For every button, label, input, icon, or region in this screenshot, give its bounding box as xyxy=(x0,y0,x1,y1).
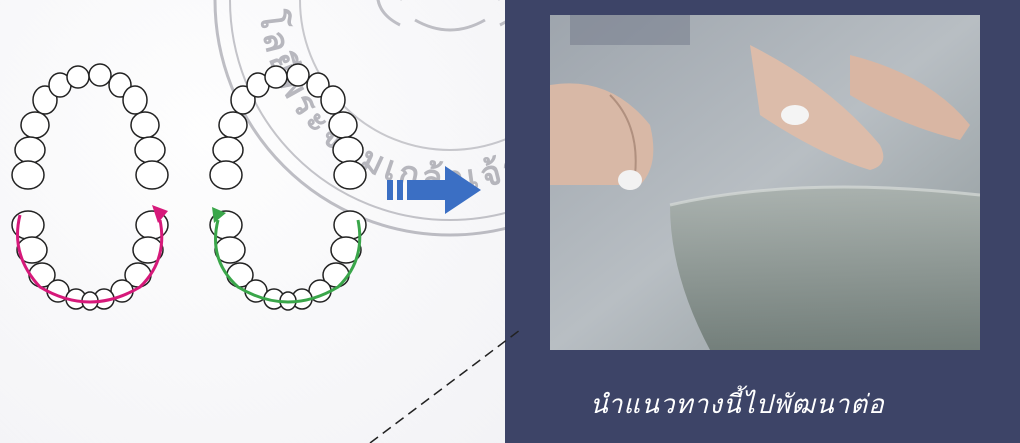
double-line-arrow-icon xyxy=(385,160,485,220)
upper-teeth-arch-icon xyxy=(210,64,366,189)
dashed-connector-line xyxy=(360,320,530,443)
photo-hands-brushing xyxy=(550,15,980,350)
photo-illustration xyxy=(550,15,980,350)
photo-caption: นำแนวทางนี้ไปพัฒนาต่อ xyxy=(590,380,950,430)
lower-teeth-arch-icon xyxy=(210,211,366,310)
upper-teeth-arch-icon xyxy=(12,64,168,189)
teeth-brushing-diagram xyxy=(0,55,380,325)
lower-teeth-arch-icon xyxy=(12,211,168,310)
